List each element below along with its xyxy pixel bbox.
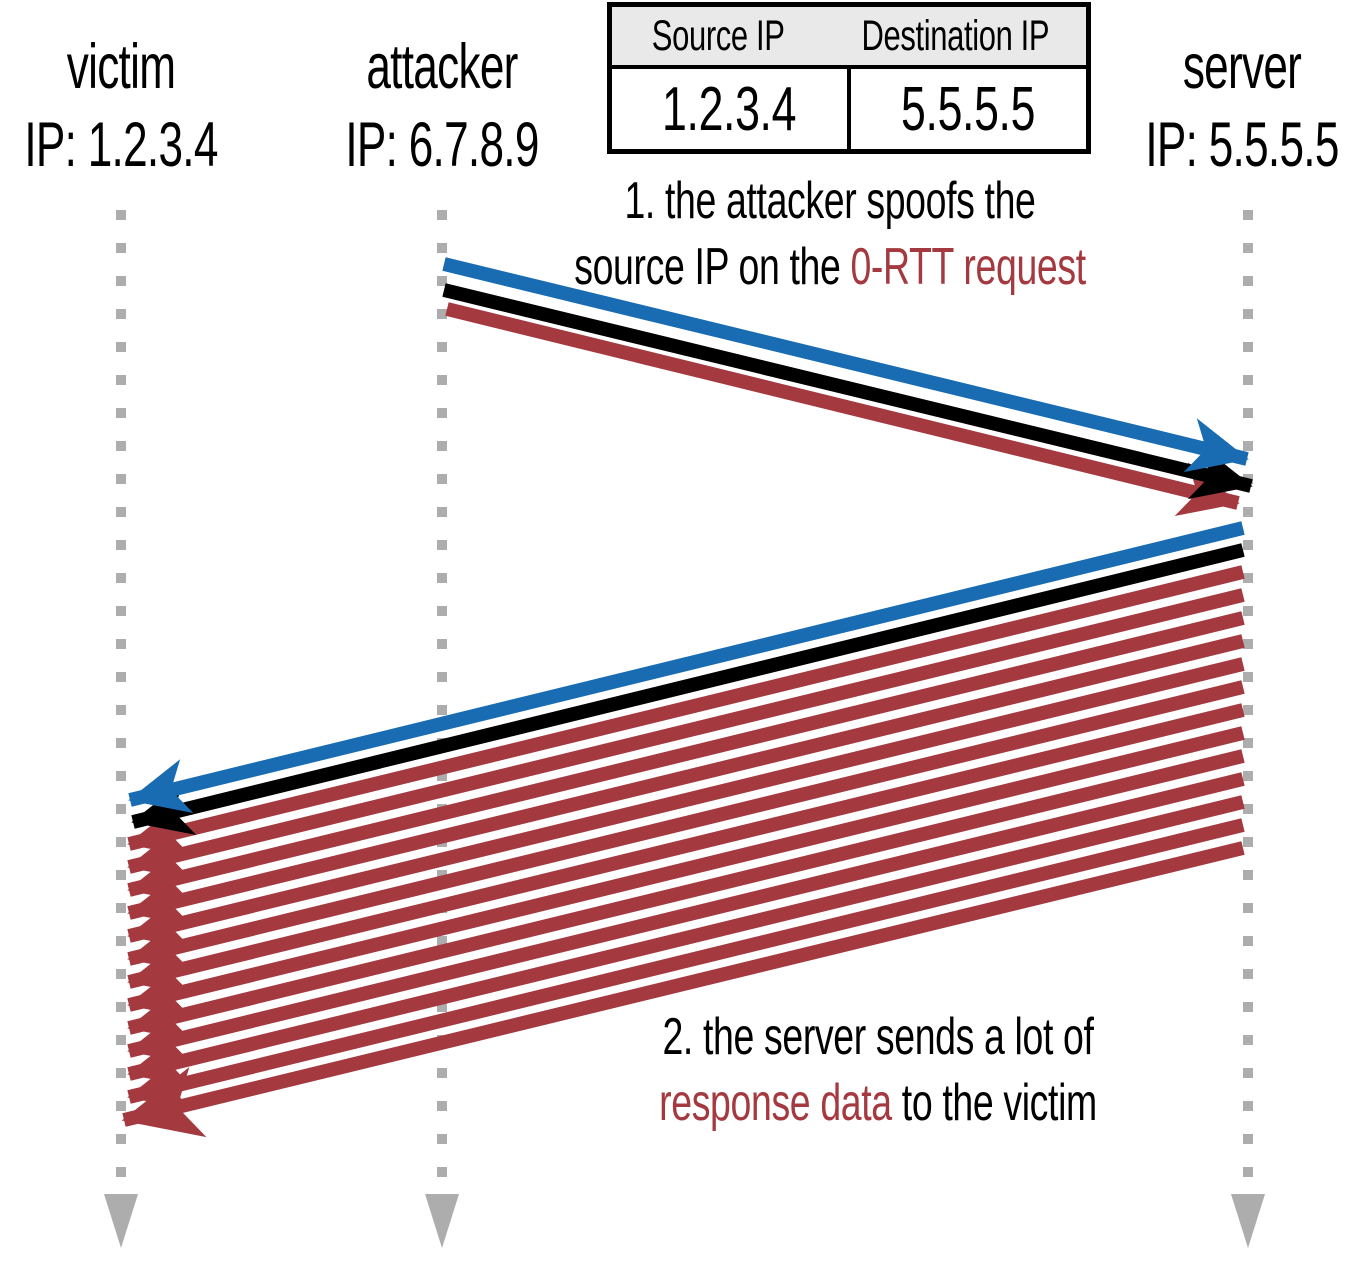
- packet-table-value-cell: 1.2.3.4: [612, 69, 847, 149]
- response-arrow-red-10: [127, 726, 1245, 1019]
- request-arrow-blue-1: [442, 257, 1249, 473]
- source-ip-header: Source IP: [652, 11, 786, 60]
- actor-ip: IP: 1.2.3.4: [24, 110, 218, 180]
- actor-ip: IP: 5.5.5.5: [1145, 110, 1339, 180]
- response-arrow-red-6: [127, 634, 1245, 927]
- arrows-layer: [121, 257, 1253, 1138]
- response-arrow-red-15: [121, 841, 1245, 1138]
- destination-ip-header: Destination IP: [861, 11, 1050, 60]
- destination-ip-value: 5.5.5.5: [901, 74, 1036, 144]
- annotation-text-segment: 2. the server sends a lot of: [662, 1008, 1094, 1066]
- request-arrow-red-3: [445, 302, 1240, 516]
- actor-label-attacker: attacker IP: 6.7.8.9: [288, 28, 596, 184]
- actor-name: server: [1182, 32, 1302, 102]
- response-arrow-red-13: [127, 795, 1245, 1088]
- actor-label-victim: victim IP: 1.2.3.4: [0, 28, 275, 184]
- actor-label-server: server IP: 5.5.5.5: [1088, 28, 1364, 184]
- packet-table-value-cell: 5.5.5.5: [847, 69, 1086, 149]
- lifeline-arrowhead-attacker: [425, 1194, 459, 1248]
- spoofed-packet-table: Source IP Destination IP 1.2.3.4 5.5.5.5: [607, 2, 1091, 154]
- annotation-text-segment: response data: [659, 1074, 892, 1132]
- lifeline-arrowhead-victim: [104, 1194, 138, 1248]
- annotation-line: source IP on the 0-RTT request: [549, 234, 1111, 300]
- response-arrow-blue-1: [128, 521, 1245, 814]
- response-arrow-red-7: [127, 657, 1245, 950]
- actor-name: attacker: [366, 32, 518, 102]
- annotation-line: 2. the server sends a lot of: [597, 1004, 1159, 1070]
- response-arrow-red-5: [127, 611, 1245, 904]
- annotation-text-segment: to the victim: [891, 1074, 1097, 1132]
- response-arrow-red-12: [127, 772, 1245, 1065]
- source-ip-value: 1.2.3.4: [662, 74, 797, 144]
- packet-table-header-cell: Source IP: [612, 7, 825, 65]
- response-arrow-red-11: [127, 749, 1245, 1042]
- response-arrow-red-8: [127, 680, 1245, 973]
- annotation-line: response data to the victim: [597, 1070, 1159, 1136]
- actor-name: victim: [66, 32, 176, 102]
- response-arrow-black-2: [131, 543, 1245, 835]
- packet-table-header-row: Source IP Destination IP: [612, 7, 1086, 69]
- response-arrow-red-9: [127, 703, 1245, 996]
- annotation-text-segment: source IP on the: [574, 238, 851, 296]
- annotation-text-segment: 1. the attacker spoofs the: [624, 172, 1036, 230]
- response-arrow-red-3: [127, 565, 1245, 858]
- annotation-text-segment: 0-RTT request: [850, 238, 1086, 296]
- annotation-line: 1. the attacker spoofs the: [549, 168, 1111, 234]
- response-arrow-red-14: [127, 818, 1245, 1111]
- request-arrow-black-2: [442, 283, 1253, 500]
- packet-table-value-row: 1.2.3.4 5.5.5.5: [612, 69, 1086, 149]
- actor-ip: IP: 6.7.8.9: [345, 110, 539, 180]
- packet-table-header-cell: Destination IP: [825, 7, 1086, 65]
- lifelines-layer: [104, 210, 1265, 1248]
- lifeline-arrowhead-server: [1231, 1194, 1265, 1248]
- response-arrow-red-4: [127, 588, 1245, 881]
